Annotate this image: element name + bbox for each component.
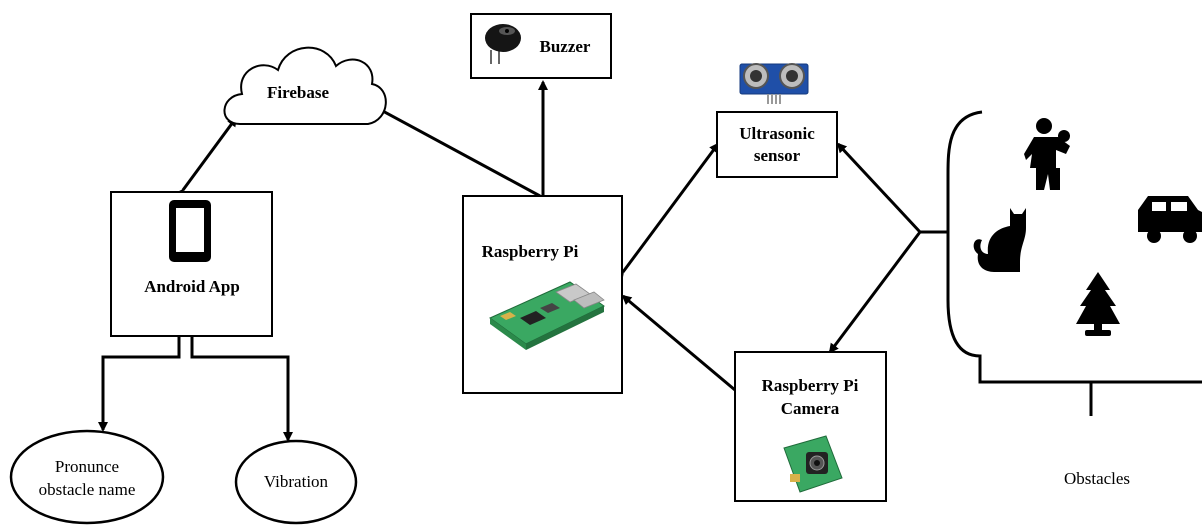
firebase-node: Firebase <box>223 46 387 125</box>
ultrasonic-label-line2: sensor <box>754 146 801 165</box>
phone-icon <box>169 200 211 262</box>
camera-label-line2: Camera <box>781 399 840 418</box>
camera-node: Raspberry Pi Camera <box>734 351 887 502</box>
raspberry-pi-node: Raspberry Pi <box>462 195 623 394</box>
person-with-child-icon <box>1024 118 1070 190</box>
android-app-node: Android App <box>110 191 273 337</box>
ultrasonic-sensor-icon <box>739 63 809 104</box>
ultrasonic-box <box>716 111 838 178</box>
tree-icon <box>1076 272 1120 336</box>
raspberry-pi-board-icon <box>489 281 605 350</box>
pronounce-ellipse <box>9 429 165 525</box>
arrow-camera-pi <box>621 294 736 392</box>
arrow-app-firebase <box>174 116 238 200</box>
arrow-obstacles-camera <box>828 231 922 354</box>
buzzer-label: Buzzer <box>540 37 591 56</box>
camera-label-line1: Raspberry Pi <box>762 376 859 395</box>
arrow-pi-firebase <box>366 101 541 198</box>
arrow-pi-ultrasonic <box>614 142 720 282</box>
android-app-label: Android App <box>144 277 240 296</box>
buzzer-icon <box>485 24 521 64</box>
car-icon <box>1138 196 1202 243</box>
ultrasonic-node: Ultrasonic sensor <box>716 63 838 178</box>
cloud-shape <box>223 46 387 125</box>
arrow-obstacles-ultrasonic <box>836 142 922 234</box>
pronounce-label-line1: Pronunce <box>55 457 119 476</box>
pronounce-node: Pronunce obstacle name <box>9 429 165 525</box>
buzzer-node: Buzzer <box>470 13 612 79</box>
vibration-ellipse <box>234 439 358 525</box>
arrow-app-vibration <box>190 337 293 442</box>
obstacles-group: Obstacles <box>946 110 1202 488</box>
ultrasonic-label-line1: Ultrasonic <box>739 124 815 143</box>
obstacles-bracket <box>946 110 1202 384</box>
vibration-label: Vibration <box>264 472 329 491</box>
raspberry-pi-label: Raspberry Pi <box>482 242 579 261</box>
obstacles-label: Obstacles <box>1064 469 1130 488</box>
vibration-node: Vibration <box>234 439 358 525</box>
arrow-app-pronounce <box>98 337 181 432</box>
pronounce-label-line2: obstacle name <box>39 480 136 499</box>
camera-module-icon <box>783 435 843 493</box>
cat-icon <box>973 208 1026 272</box>
connectors <box>98 80 948 442</box>
firebase-label: Firebase <box>267 83 329 102</box>
